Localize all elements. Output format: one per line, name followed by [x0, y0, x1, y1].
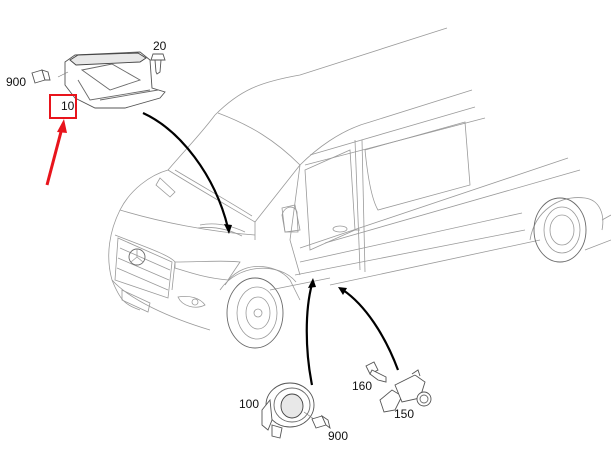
callout-10[interactable]: 10: [61, 99, 75, 113]
callout-900-top[interactable]: 900: [6, 75, 27, 89]
arrowhead-steering-lock: [338, 287, 347, 295]
airbag-control-unit[interactable]: [57, 51, 166, 109]
highlight-arrow: [45, 119, 67, 186]
clock-spring[interactable]: [261, 382, 319, 439]
callout-100[interactable]: 100: [239, 397, 260, 411]
leader-arrows: [142, 112, 400, 386]
connector-900-bottom[interactable]: [311, 414, 331, 430]
steering-lock-sensor[interactable]: [379, 369, 432, 413]
leader-ecu-to-dash: [142, 112, 230, 229]
arrowhead-clockspring: [308, 278, 316, 288]
highlight-box: [49, 94, 77, 119]
leader-clockspring: [305, 283, 314, 386]
connector-900-top[interactable]: [31, 69, 51, 84]
van-illustration: [108, 27, 611, 349]
bolt-160[interactable]: [365, 361, 387, 383]
callout-20[interactable]: 20: [153, 39, 167, 53]
callout-150[interactable]: 150: [394, 407, 415, 421]
arrowhead-ecu: [224, 224, 232, 234]
callout-160[interactable]: 160: [352, 379, 373, 393]
bolt-20[interactable]: [150, 53, 166, 75]
callout-900-bottom[interactable]: 900: [328, 429, 349, 443]
leader-steering-lock: [342, 289, 400, 371]
